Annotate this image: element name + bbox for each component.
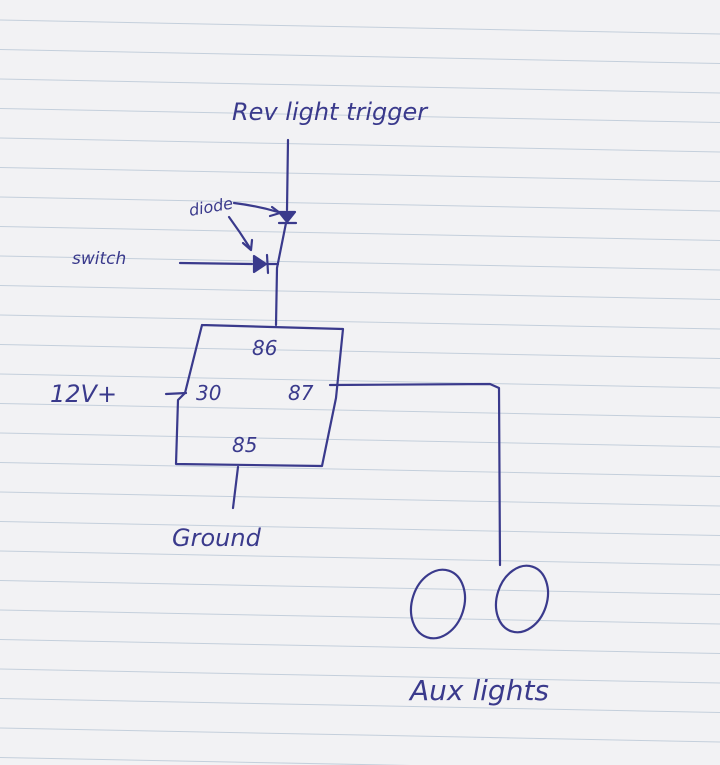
coil-wire — [274, 221, 288, 327]
ruled-line — [0, 727, 720, 743]
trigger-diode-icon — [277, 210, 297, 224]
ruled-line — [0, 639, 720, 654]
ruled-line — [0, 314, 720, 330]
ruled-line — [0, 432, 720, 448]
labels: Rev light trigger diode switch 86 30 87 … — [50, 98, 549, 707]
ruled-line — [0, 226, 720, 241]
ruled-line — [0, 344, 720, 359]
ruled-line — [0, 491, 720, 507]
ground-label: Ground — [172, 524, 262, 552]
ground-wire — [231, 465, 240, 510]
output-wire — [328, 382, 502, 567]
ruled-line — [0, 49, 720, 64]
switch-wire — [178, 261, 254, 266]
ruled-line — [0, 698, 720, 713]
ruled-line — [0, 462, 720, 477]
aux-light-left-icon — [409, 568, 467, 640]
trigger-label: Rev light trigger — [232, 98, 429, 126]
ruled-line — [0, 373, 720, 389]
ruled-line — [0, 78, 720, 94]
ruled-line — [0, 108, 720, 123]
pin-87-label: 87 — [288, 381, 314, 405]
ruled-line — [0, 609, 720, 625]
diode-arrowhead-bottom — [241, 238, 254, 252]
wiring-diagram — [164, 138, 550, 640]
ruled-line — [0, 137, 720, 153]
ruled-lines — [0, 19, 720, 765]
power-label: 12V+ — [50, 380, 117, 408]
ruled-line — [0, 196, 720, 212]
ruled-line — [0, 285, 720, 300]
aux-light-right-icon — [494, 564, 550, 634]
pin-30-label: 30 — [196, 381, 221, 405]
ruled-line — [0, 668, 720, 684]
ruled-line — [0, 580, 720, 595]
diode-arrowhead-top — [268, 205, 282, 218]
ruled-line — [0, 403, 720, 418]
switch-diode-icon — [252, 254, 268, 274]
aux-lights-label: Aux lights — [408, 674, 549, 707]
ruled-line — [0, 255, 720, 271]
pin-86-label: 86 — [252, 336, 277, 360]
ruled-line — [0, 521, 720, 536]
diode-pointer-top — [232, 201, 280, 214]
switch-label: switch — [72, 249, 126, 269]
ruled-line — [0, 19, 720, 35]
trigger-wire — [285, 138, 290, 212]
ruled-line — [0, 167, 720, 182]
power-wire — [164, 391, 188, 396]
diode-pointer-bottom — [227, 215, 252, 250]
relay-box — [174, 323, 345, 468]
pin-85-label: 85 — [232, 433, 257, 457]
ruled-line — [0, 550, 720, 566]
